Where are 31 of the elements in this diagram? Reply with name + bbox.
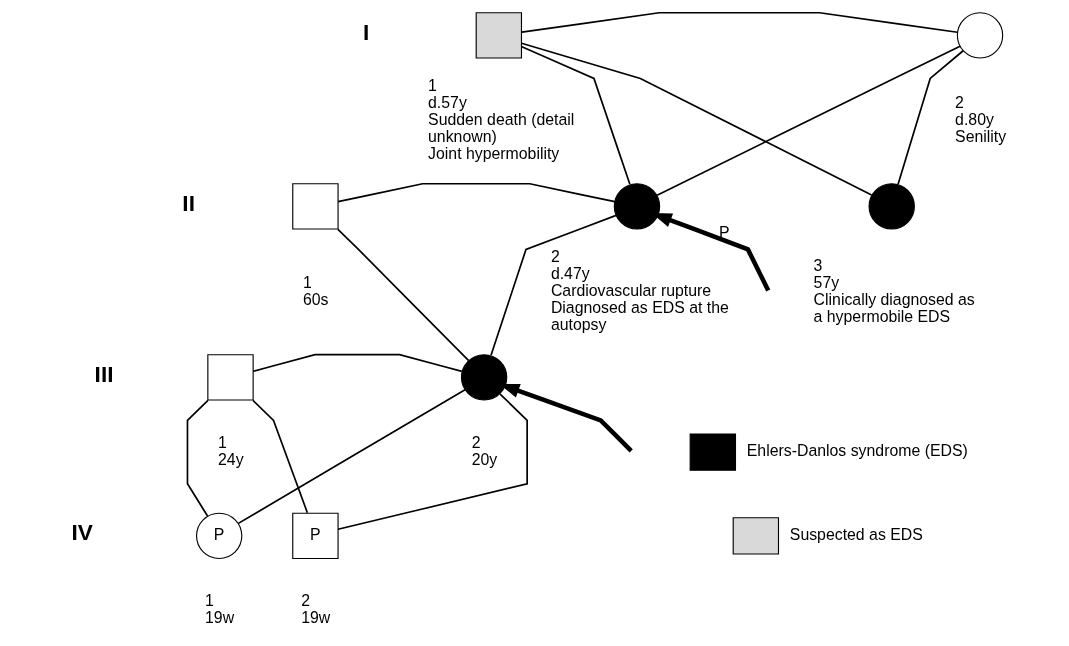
node-label: 1 [428, 77, 437, 95]
node-label: Sudden death (detail unknown) [428, 111, 575, 146]
legend-label: Suspected as EDS [789, 526, 923, 544]
node-label: 20y [471, 450, 498, 468]
node-label: 19w [301, 609, 331, 627]
node-label: d.57y [428, 94, 467, 112]
node-label: Senility [955, 128, 1007, 146]
node-label: d.80y [955, 111, 994, 129]
node-label: 57y [813, 273, 840, 291]
node-label: 19w [205, 609, 235, 627]
label: IV [71, 520, 93, 546]
node-label: 3 [813, 256, 823, 274]
node-label: 1 [218, 433, 227, 451]
node-label: Joint hypermobility [428, 145, 560, 163]
node-label: 2 [550, 248, 560, 266]
node-label: Clinically diagnosed as a hypermobile EDS [813, 290, 975, 325]
node-label: 60s [302, 290, 329, 308]
node-label: Cardiovascular rupture [550, 282, 712, 300]
node-label: 2 [471, 433, 481, 451]
legend-label: Ehlers-Danlos syndrome (EDS) [746, 442, 968, 460]
node-label: 2 [955, 94, 964, 112]
node-label: d.47y [550, 265, 590, 283]
node-label: 1 [302, 273, 312, 291]
edge-label: P [718, 224, 730, 242]
node-label: 1 [205, 592, 214, 610]
label: II [182, 190, 195, 216]
node-label: 24y [218, 450, 244, 468]
label: I [362, 19, 370, 45]
node-label: 2 [301, 592, 311, 610]
node-label: Diagnosed as EDS at the autopsy [550, 299, 729, 334]
label: III [94, 361, 114, 387]
